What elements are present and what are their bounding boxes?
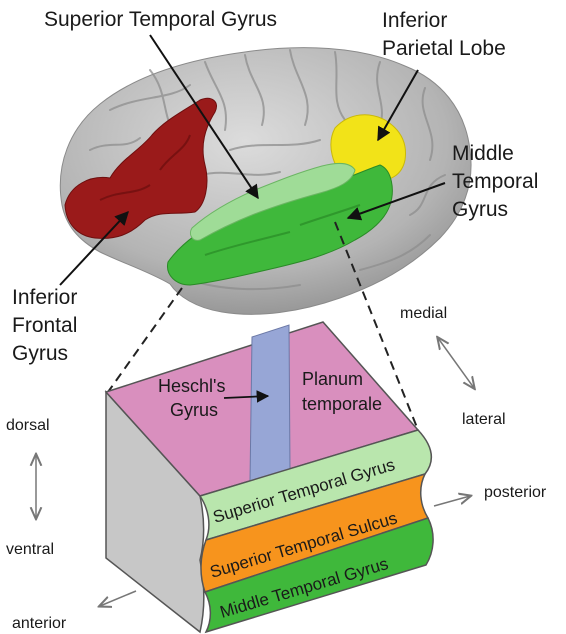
arrow-anterior xyxy=(100,591,136,606)
label-dorsal: dorsal xyxy=(6,417,50,434)
label-ventral: ventral xyxy=(6,541,54,558)
label-medial: medial xyxy=(400,305,447,322)
label-middle-temporal-gyrus: Middle Temporal Gyrus xyxy=(452,142,544,221)
heschls-gyrus-strip xyxy=(250,325,290,482)
arrow-medial-lateral xyxy=(438,338,474,388)
label-anterior: anterior xyxy=(12,615,67,632)
label-inferior-frontal-gyrus: Inferior Frontal Gyrus xyxy=(12,286,83,365)
label-posterior: posterior xyxy=(484,484,547,501)
arrow-posterior xyxy=(434,496,470,506)
label-superior-temporal-gyrus: Superior Temporal Gyrus xyxy=(44,8,277,31)
label-inferior-parietal-lobe: Inferior Parietal Lobe xyxy=(382,9,506,60)
label-lateral: lateral xyxy=(462,411,506,428)
